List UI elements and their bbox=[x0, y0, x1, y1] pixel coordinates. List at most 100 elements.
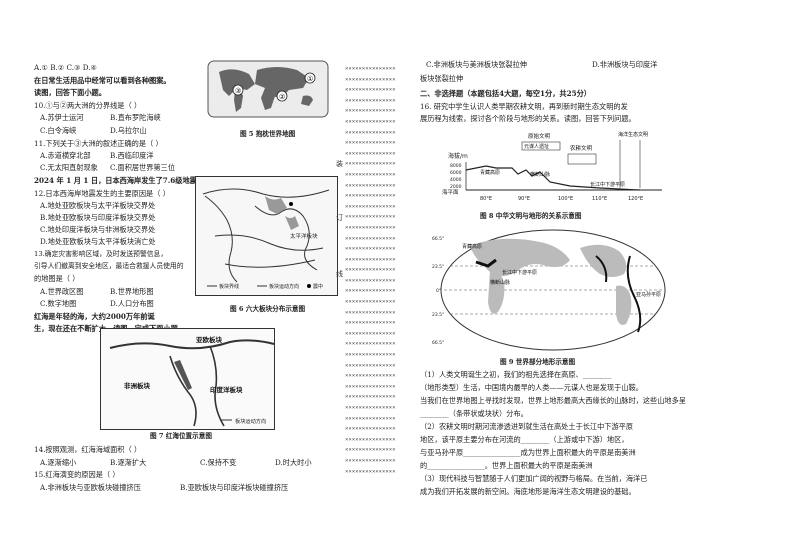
seal-column: ××××××××××××××× ××××××××××××××× ××××××××… bbox=[345, 64, 409, 484]
fig7-africa-label: 非洲板块 bbox=[124, 381, 151, 390]
seal-row: ××××××××××××××× bbox=[345, 246, 396, 253]
seal-row: ××××××××××××××× bbox=[345, 193, 396, 200]
q16-1-line4: ________（条带状或块状）分布。 bbox=[420, 409, 528, 418]
q13-d: D.人口分布图 bbox=[110, 299, 154, 308]
seal-row: ××××××××××××××× bbox=[345, 214, 396, 221]
fig5-pillow-map: ① ② ③ bbox=[205, 58, 331, 120]
q14-d: D.时大时小 bbox=[275, 458, 312, 467]
fig8-ytick: 4000 bbox=[450, 177, 462, 183]
q9-options: A.① B.② C.③ D.④ bbox=[34, 63, 97, 72]
fig6-legend-motion: 板块运动方向 bbox=[269, 283, 299, 290]
fig8-tibet: 青藏高原 bbox=[480, 169, 500, 176]
seal-row: ××××××××××××××× bbox=[345, 309, 396, 316]
fig9-lat: 66.5° bbox=[432, 236, 444, 242]
q11-e: C.无太阳直射现象 bbox=[40, 163, 98, 172]
q16-2-line3: 与亚马孙平原________________成为世界上面积最大的平原是南美洲 bbox=[420, 448, 636, 457]
quake-intro: 2024 年 1 月 1 日，日本西海岸发生了7.6级地震。读图，完成下面小题。 bbox=[34, 176, 276, 185]
q12-c: C.地处印度洋板块与非洲板块交界处 bbox=[40, 225, 156, 234]
seal-row: ××××××××××××××× bbox=[345, 87, 396, 94]
seal-row: ××××××××××××××× bbox=[345, 447, 396, 454]
q13-a: A.世界政区图 bbox=[40, 287, 84, 296]
seal-row: ××××××××××××××× bbox=[345, 330, 396, 337]
fig9-lat: 0° bbox=[436, 288, 441, 294]
seal-row: ××××××××××××××× bbox=[345, 426, 396, 433]
q16-1-line2: （地形类型）生活，中国境内最早的人类——元谋人也是发现于山鞍。 bbox=[420, 383, 643, 392]
q15: 15.红海演变的原因是（ ） bbox=[34, 470, 120, 479]
fig9-tibet: 青藏高原 bbox=[462, 243, 482, 250]
fig9-lat: 23.5° bbox=[432, 264, 444, 270]
fig8-civ-farming: 农耕文明 bbox=[570, 144, 593, 152]
seal-row: ××××××××××××××× bbox=[345, 352, 396, 359]
q10: 10.①与②两大洲的分界线是（ ） bbox=[34, 101, 142, 110]
q16-intro-2: 展历程为线索，探讨各个阶段与地形的关系。读图，回答下列问题。 bbox=[420, 114, 636, 123]
fig9-lat: 66.5° bbox=[432, 340, 444, 346]
q11-b: B.西临印度洋 bbox=[110, 151, 154, 160]
q12-d: D.地处亚欧板块与太平洋板块消亡处 bbox=[40, 237, 156, 246]
seal-row: ××××××××××××××× bbox=[345, 161, 396, 168]
q12: 12.日本西海岸地震发生的主要原因是（ ） bbox=[34, 189, 170, 198]
fig6-caption: 图 6 六大板块分布示意图 bbox=[230, 305, 306, 313]
seal-char-1: 装 bbox=[336, 160, 343, 168]
fig8-yangtze-plain: 长江中下游平原 bbox=[590, 181, 625, 188]
redsea-intro: 红海是年轻的海，大约2000万年前诞 bbox=[34, 312, 155, 321]
seal-row: ××××××××××××××× bbox=[345, 140, 396, 147]
seal-row: ××××××××××××××× bbox=[345, 457, 396, 464]
q13-cont: 引导人们撤离到安全地区，最适合救援人员使用的 bbox=[34, 262, 184, 270]
q10-c: C.白令海峡 bbox=[40, 126, 77, 135]
q14-c: C.保持不变 bbox=[200, 458, 237, 467]
fig6-plates-map: 太平洋板块 板块界线 板块运动方向 震中 bbox=[195, 176, 338, 296]
q10-d: D.乌拉尔山 bbox=[110, 126, 147, 135]
seal-row: ××××××××××××××× bbox=[345, 394, 396, 401]
seal-row: ××××××××××××××× bbox=[345, 299, 396, 306]
seal-row: ××××××××××××××× bbox=[345, 108, 396, 115]
seal-row: ××××××××××××××× bbox=[345, 97, 396, 104]
fig8-civ-ocean: 海洋生态文明 bbox=[618, 131, 648, 138]
seal-row: ××××××××××××××× bbox=[345, 224, 396, 231]
q12-b: B.地处亚欧板块与印度洋板块交界处 bbox=[40, 213, 156, 222]
seal-row: ××××××××××××××× bbox=[345, 373, 396, 380]
seal-row: ××××××××××××××× bbox=[345, 267, 396, 274]
seal-row: ××××××××××××××× bbox=[345, 288, 396, 295]
q14-b: B.逐渐扩大 bbox=[110, 458, 147, 467]
fig7-redsea-map: 亚欧板块 非洲板块 印度洋板块 板块运动方向 bbox=[100, 328, 275, 430]
fig8-lon: 90°E bbox=[518, 196, 530, 202]
section-2-heading: 二、非选择题（本题包括4大题，每空1分，共25分） bbox=[420, 89, 591, 98]
q16-intro: 16. 研究中学生认识人类早期农耕文明，再到新时期生态文明的发 bbox=[420, 102, 628, 111]
q14-a: A.逐渐缩小 bbox=[40, 458, 77, 467]
seal-row: ××××××××××××××× bbox=[345, 362, 396, 369]
fig7-caption: 图 7 红海位置示意图 bbox=[150, 432, 212, 440]
q13-c: C.数字地图 bbox=[40, 299, 77, 308]
seal-row: ××××××××××××××× bbox=[345, 182, 396, 189]
seal-row: ××××××××××××××× bbox=[345, 235, 396, 242]
seal-row: ××××××××××××××× bbox=[345, 203, 396, 210]
seal-row: ××××××××××××××× bbox=[345, 405, 396, 411]
fig6-legend-boundary: 板块界线 bbox=[219, 283, 239, 290]
seal-row: ××××××××××××××× bbox=[345, 129, 396, 136]
seal-row: ××××××××××××××× bbox=[345, 341, 396, 348]
seal-row: ××××××××××××××× bbox=[345, 171, 396, 178]
q16-3-line1: （3）现代科技与智慧随于人们更加广阔的视野与格局。在当前，海洋已 bbox=[420, 474, 648, 483]
fig7-india-label: 印度洋板块 bbox=[210, 385, 243, 394]
q11: 11.下列关于③大洲的叙述正确的是（ ） bbox=[34, 139, 163, 148]
fig8-caption: 图 8 中华文明与地形的关系示意图 bbox=[480, 212, 582, 220]
seal-row: ××××××××××××××× bbox=[345, 383, 396, 390]
seal-char-2: 订 bbox=[336, 214, 343, 222]
q15-c: C.非洲板块与美洲板块张裂拉伸 bbox=[426, 60, 527, 69]
q16-3-line2: 成为我们开拓发展的新空间。海底地形是海洋生态文明建设的基础。 bbox=[420, 487, 636, 496]
seal-row: ××××××××××××××× bbox=[345, 468, 396, 475]
q15-a: A.非洲板块与亚欧板块碰撞挤压 bbox=[40, 483, 141, 492]
q12-a: A.地处亚欧板块与太平洋板块交界处 bbox=[40, 201, 156, 210]
fig9-yangtze: 长江中下游平原 bbox=[502, 269, 537, 276]
seal-row: ××××××××××××××× bbox=[345, 118, 396, 125]
q16-1-line3: 当我们在世界地图上寻找时发现，世界上地形最高大西缘长的山脉时，这些山地多呈 bbox=[420, 396, 686, 405]
marker-1: ① bbox=[307, 75, 313, 83]
seal-row: ××××××××××××××× bbox=[345, 415, 396, 422]
fig8-lon: 100°E bbox=[558, 196, 573, 202]
q10-a: A.苏伊士运河 bbox=[40, 113, 84, 122]
seal-char-3: 线 bbox=[336, 270, 343, 278]
q15-b: B.亚欧板块与印度洋板块碰撞挤压 bbox=[180, 483, 289, 492]
fig8-lon: 80°E bbox=[480, 196, 492, 202]
q13-cont2: 的地图是（ ） bbox=[34, 274, 80, 283]
fig7-legend: 板块运动方向 bbox=[235, 417, 266, 425]
seal-row: ××××××××××××××× bbox=[345, 256, 396, 263]
